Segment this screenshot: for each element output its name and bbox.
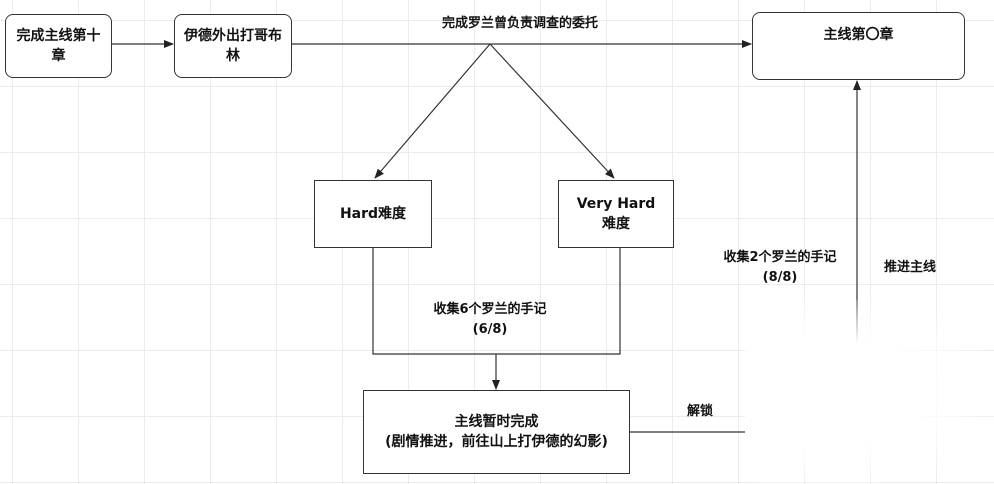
node-text: (剧情推进，前往山上打伊德的幻影) — [385, 434, 608, 450]
edge-label-unlock: 解锁 — [686, 404, 713, 419]
node-text: Very Hard — [576, 196, 656, 212]
edge-label-line: 收集6个罗兰的手记 — [433, 302, 547, 317]
blur-overlay — [745, 300, 994, 484]
node-chapter10[interactable]: 完成主线第十 章 — [5, 14, 112, 78]
node-text: 难度 — [602, 216, 630, 232]
node-text: 主线第〇章 — [823, 27, 894, 43]
node-text: 主线暂时完成 — [454, 414, 539, 430]
node-next-chapter[interactable]: 主线第〇章 — [752, 12, 965, 80]
edge-to-hard — [374, 43, 491, 179]
edge-label-commission: 完成罗兰曾负责调查的委托 — [441, 16, 598, 31]
node-temp-complete[interactable]: 主线暂时完成 (剧情推进，前往山上打伊德的幻影) — [363, 390, 630, 474]
node-text: 林 — [226, 48, 240, 64]
edge-label-line: 收集2个罗兰的手记 — [723, 250, 837, 265]
node-text: 完成主线第十 — [16, 28, 101, 44]
node-text: 伊德外出打哥布 — [184, 28, 282, 44]
node-very-hard[interactable]: Very Hard 难度 — [558, 180, 674, 248]
node-text: Hard难度 — [339, 206, 407, 222]
edge-to-very-hard — [489, 43, 615, 179]
node-text: 章 — [51, 48, 66, 64]
edge-label-line: (8/8) — [762, 270, 798, 285]
node-goblin[interactable]: 伊德外出打哥布 林 — [174, 14, 292, 78]
edge-label-collect2: 收集2个罗兰的手记 (8/8) — [700, 248, 860, 288]
edge-label-collect6: 收集6个罗兰的手记 (6/8) — [410, 300, 570, 340]
edge-label-line: (6/8) — [472, 322, 508, 337]
edge-label-advance: 推进主线 — [883, 260, 936, 275]
node-hard[interactable]: Hard难度 — [314, 180, 432, 248]
